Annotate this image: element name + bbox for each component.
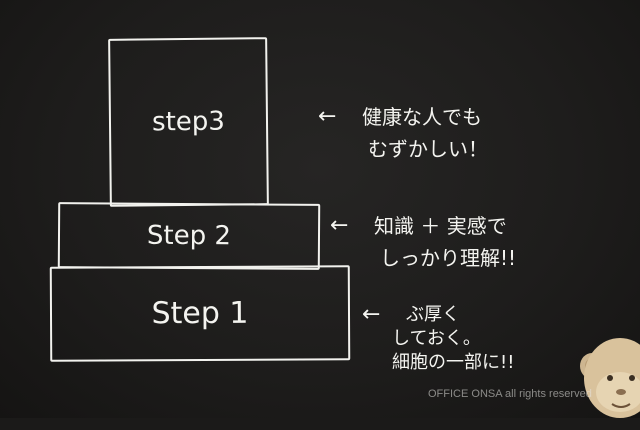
step1-note-line2: しておく。 (392, 328, 481, 349)
step3-note-line2: むずかしい！ (368, 137, 488, 161)
step2-box: Step 2 (57, 202, 321, 270)
monkey-figurine-icon (580, 338, 640, 418)
step1-note-line3: 細胞の一部に!! (392, 352, 515, 373)
step1-note-line1: ぶ厚く (406, 304, 460, 325)
step1-note: ← ぶ厚く しておく。 細胞の一部に!! (362, 303, 514, 375)
left-arrow-icon: ← (362, 302, 381, 327)
step1-box: Step 1 (49, 265, 351, 362)
step2-note-line2: しっかり理解!! (380, 246, 517, 270)
step3-label: step3 (151, 106, 226, 138)
left-arrow-icon: ← (318, 104, 337, 129)
step3-note-line1: 健康な人でも (362, 105, 482, 129)
copyright-watermark: OFFICE ONSA all rights reserved (428, 388, 592, 400)
step2-note: ← 知識 ＋ 実感で しっかり理解!! (330, 210, 516, 274)
step1-label: Step 1 (151, 295, 249, 332)
step2-note-line1: 知識 ＋ 実感で (374, 214, 507, 238)
chalkboard (0, 0, 640, 418)
step2-label: Step 2 (146, 220, 232, 252)
step3-box: step3 (108, 37, 269, 207)
left-arrow-icon: ← (330, 213, 349, 238)
step3-note: ← 健康な人でも むずかしい！ (318, 101, 488, 165)
